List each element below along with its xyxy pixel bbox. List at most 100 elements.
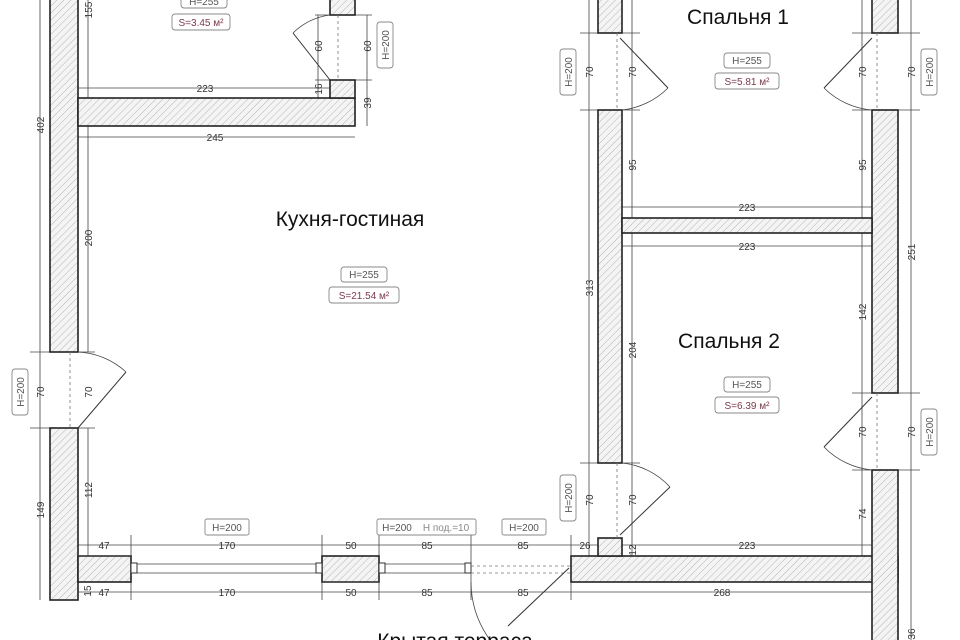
bedroom1-height: H=255 [732, 56, 762, 67]
dim-b1-door-left-outer: 70 [585, 66, 596, 78]
opening-tag-b2-left: H=200 [559, 474, 577, 522]
dim-bottom-row: 170 [219, 588, 236, 599]
dim-left-door-inner: 70 [84, 386, 95, 398]
kitchen-area: S=21.54 м² [339, 291, 390, 302]
dim-bottom-row: 50 [345, 588, 357, 599]
opening-tag-terrace-door: H=200 [501, 518, 547, 536]
dim-b2-door-left-inner: 70 [628, 494, 639, 506]
dimension-lines [30, 0, 920, 640]
wall-right-top [871, 0, 899, 34]
dim-bath-jamb: 16 [314, 83, 325, 95]
b1-left-door-height: H=200 [564, 57, 575, 87]
door-bedroom2-left [616, 462, 671, 538]
door-bathroom [292, 14, 339, 81]
b2-right-door-height: H=200 [925, 417, 936, 447]
dim-b1-door-left-inner: 70 [628, 66, 639, 78]
wall-kitchen-bottom-left [77, 555, 132, 583]
dim-top-row: 170 [219, 541, 236, 552]
window2-sill-height: H под.=10 [423, 523, 470, 534]
wall-bottom-right [570, 555, 899, 583]
opening-tag-left-door: H=200 [11, 368, 29, 416]
tag-bedroom2: H=255 S=6.39 м² [714, 376, 780, 414]
wall-right-middle [871, 109, 899, 394]
dim-b2-right-upper: 142 [858, 303, 869, 320]
tag-kitchen: H=255 S=21.54 м² [328, 266, 400, 304]
dim-left-door-outer: 70 [36, 386, 47, 398]
wall-bedroom-divider [621, 217, 873, 234]
dim-right-outer: 251 [907, 243, 918, 260]
opening-tag-b1-left: H=200 [559, 48, 577, 96]
room-name-bedroom2: Спальня 2 [678, 330, 780, 353]
b2-left-door-height: H=200 [564, 483, 575, 513]
dim-left-lower-inner: 112 [84, 482, 95, 498]
dim-bath-wall: 39 [363, 97, 374, 109]
wall-bathroom-bottom [77, 97, 356, 127]
dim-outer-left: 402 [36, 116, 47, 133]
doors [69, 14, 878, 640]
dim-bottom-row: 268 [714, 588, 731, 599]
window2-height: H=200 [382, 523, 412, 534]
dim-mid-wall-outer: 313 [585, 279, 596, 296]
wall-middle-top [597, 0, 623, 34]
dim-kitchen-top: 245 [207, 133, 224, 144]
door-bedroom1-left [616, 33, 669, 111]
opening-tag-bath-door: H=200 [376, 21, 394, 69]
room-name-bedroom1: Спальня 1 [687, 6, 789, 29]
dim-b2-left-upper: 204 [628, 341, 639, 358]
terrace-door-height: H=200 [509, 523, 539, 534]
bedroom2-area: S=6.39 м² [725, 401, 771, 412]
dim-b1-right-lower: 95 [858, 159, 869, 171]
wall-middle-stub [597, 537, 623, 557]
tag-bathroom: H=255 S=3.45 м² [171, 0, 231, 31]
wall-middle [597, 109, 623, 464]
wall-right-lower [871, 469, 899, 640]
dim-right-bottom: 36 [907, 628, 918, 640]
dim-bath-door-inner: 60 [314, 40, 325, 52]
dim-bath-width: 223 [197, 84, 214, 95]
opening-tag-window1: H=200 [204, 518, 250, 536]
dim-b1-bottom: 223 [739, 203, 756, 214]
dim-b2-top: 223 [739, 242, 756, 253]
door-bedroom1-right [823, 33, 878, 111]
dim-top-row: 47 [98, 541, 110, 552]
dim-b1-door-right-outer: 70 [907, 66, 918, 78]
wall-kitchen-bottom-pier [321, 555, 380, 583]
wall-left-lower [49, 427, 79, 601]
dim-b2-door-left-outer: 70 [585, 494, 596, 506]
dim-b1-door-right-inner: 70 [858, 66, 869, 78]
dimension-labels: 223 245 223 223 223 47 170 50 85 85 26 4… [36, 1, 918, 639]
dim-bottom-row: 85 [517, 588, 529, 599]
dim-b2-bottom: 223 [739, 541, 756, 552]
kitchen-height: H=255 [349, 270, 379, 281]
wall-bathroom-right-top [329, 0, 356, 16]
dim-left-lower-outer: 149 [36, 501, 47, 518]
dim-bottom-row: 47 [98, 588, 110, 599]
walls [49, 0, 899, 640]
window1-height: H=200 [212, 523, 242, 534]
door-bedroom2-right [823, 393, 878, 471]
opening-tag-b1-right: H=200 [920, 48, 938, 96]
windows [78, 555, 571, 583]
dim-top-row: 50 [345, 541, 357, 552]
dim-b2-door-right-inner: 70 [858, 426, 869, 438]
left-door-height: H=200 [16, 377, 27, 407]
opening-tag-b2-right: H=200 [920, 408, 938, 456]
dim-b2-door-right-outer: 70 [907, 426, 918, 438]
dim-b1-left-lower: 95 [628, 159, 639, 171]
b1-right-door-height: H=200 [925, 57, 936, 87]
wall-left-upper [49, 0, 79, 353]
tag-bedroom1: H=255 S=5.81 м² [714, 52, 780, 90]
room-name-terrace: Крытая терраса [377, 630, 533, 640]
bedroom1-area: S=5.81 м² [725, 77, 771, 88]
dim-kitchen-left-upper: 200 [84, 229, 95, 246]
dim-bath-height: 155 [84, 1, 95, 18]
door-terrace [470, 567, 570, 640]
dim-bottom-row-15: 15 [83, 585, 94, 597]
wall-bathroom-right-stub [329, 79, 356, 99]
dim-top-row: 85 [517, 541, 529, 552]
opening-tag-window2: H=200 H под.=10 [376, 518, 477, 536]
dim-top-row: 85 [421, 541, 433, 552]
room-name-kitchen: Кухня-гостиная [276, 208, 425, 231]
dim-bottom-row: 85 [421, 588, 433, 599]
